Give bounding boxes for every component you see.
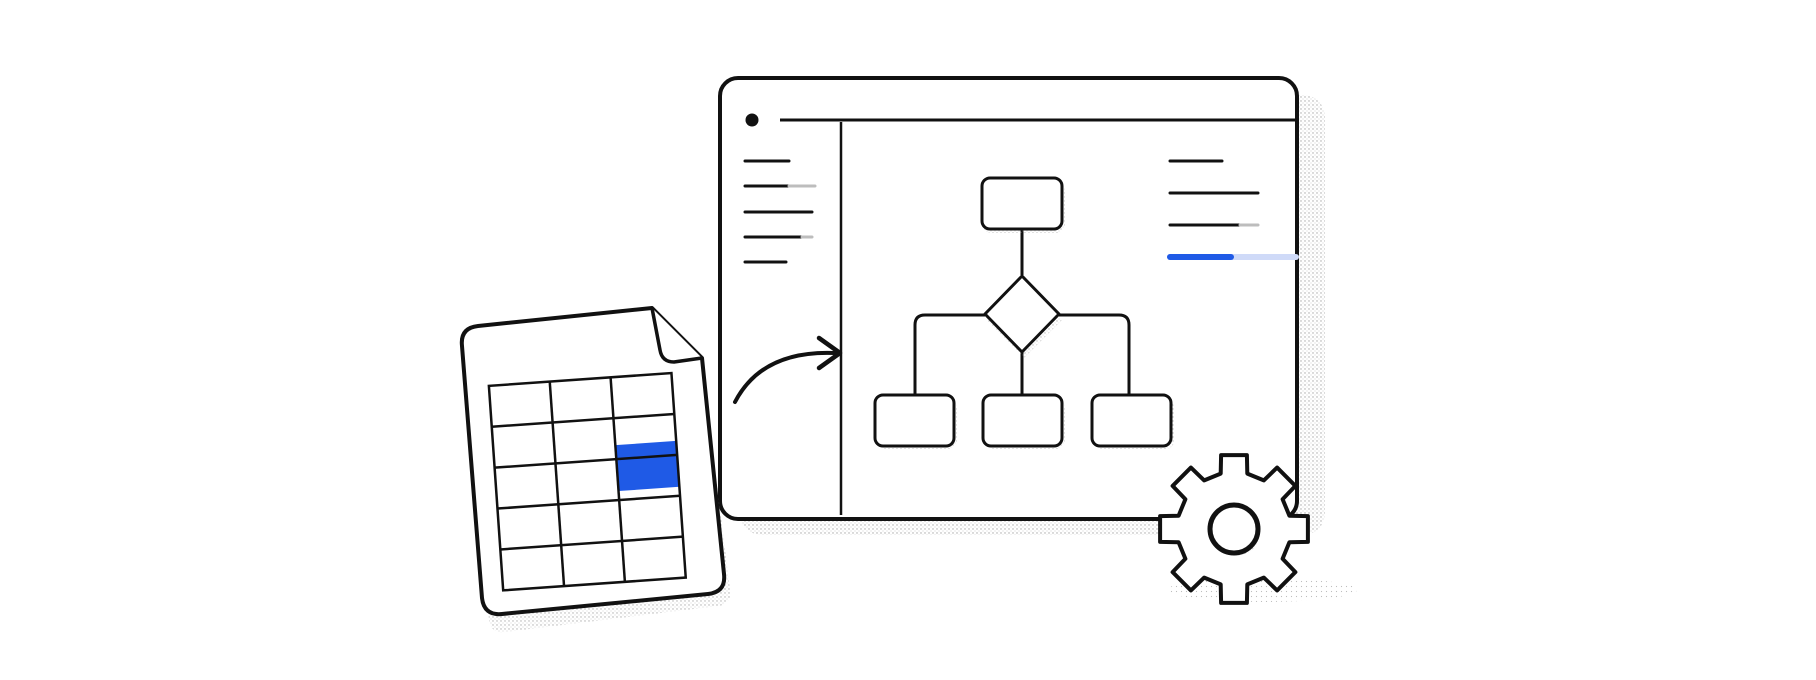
flowchart-icon <box>873 176 1174 449</box>
connector <box>1059 313 1131 395</box>
highlighted-cell <box>615 440 680 492</box>
arrow-path <box>733 350 837 404</box>
grid-border <box>487 371 688 592</box>
flow-decision <box>983 274 1061 354</box>
document-fold <box>650 307 703 364</box>
app-window-icon <box>718 76 1299 521</box>
grid-line <box>491 412 675 428</box>
arrow-head <box>816 335 843 371</box>
flow-node-right <box>1090 393 1173 448</box>
curved-arrow-icon <box>733 335 843 404</box>
spreadsheet-icon <box>459 306 731 633</box>
grid-line <box>500 535 683 551</box>
grid-line <box>497 494 681 510</box>
spreadsheet-grid <box>487 371 688 592</box>
grid-line <box>548 381 566 587</box>
window-dot <box>745 113 759 127</box>
sidebar-lines <box>743 159 817 264</box>
grid-line <box>494 453 678 469</box>
gear-icon <box>1158 453 1357 605</box>
flow-node-top <box>980 176 1064 231</box>
flow-node-left <box>873 393 956 448</box>
panel-lines <box>1168 159 1260 227</box>
connector <box>913 313 985 395</box>
grid-line <box>609 377 627 582</box>
flow-node-middle <box>981 393 1064 448</box>
gear-hole <box>1207 502 1261 556</box>
